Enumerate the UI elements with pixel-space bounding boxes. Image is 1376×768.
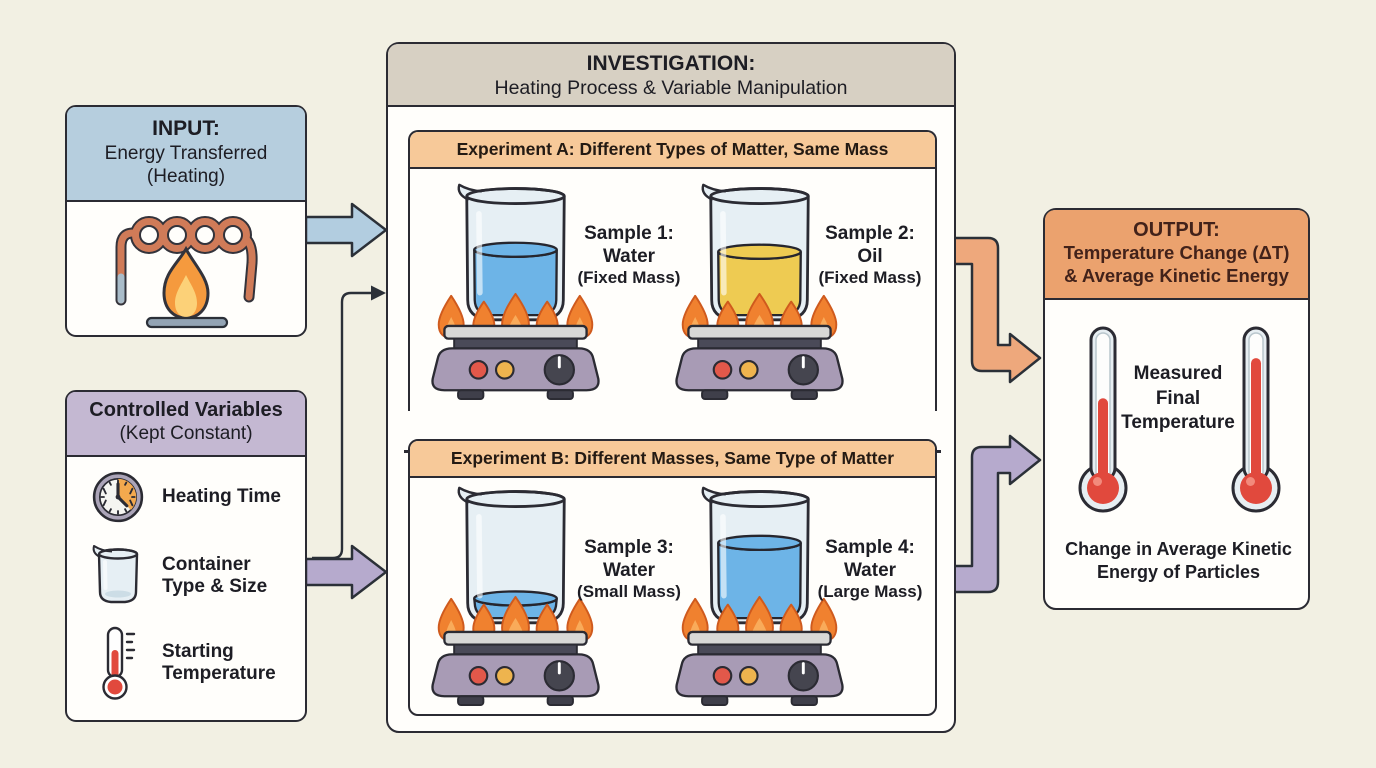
input-box-body [67, 202, 305, 333]
output-title: OUTPUT: [1133, 219, 1220, 241]
measured-final-temperature-label: Measured Final Temperature [1109, 362, 1247, 436]
heating-coil-flame-icon [115, 216, 258, 329]
sample-note: (Fixed Mass) [818, 268, 922, 288]
sample-name: Sample 4: [825, 537, 915, 558]
controlled-item-label: Container Type & Size [162, 554, 267, 598]
input-box: INPUT: Energy Transferred (Heating) [65, 105, 307, 337]
input-subtitle-line1: Energy Transferred [104, 142, 268, 164]
output-subtitle-line1: Temperature Change (ΔT) [1063, 242, 1290, 264]
thermometer-right [1231, 326, 1281, 513]
label-line2: Type & Size [162, 576, 268, 597]
sample-name: Sample 1: [584, 223, 674, 244]
label-line1: Container [162, 553, 251, 575]
label-line2: Energy of Particles [1096, 561, 1261, 582]
label-line3: Temperature [1121, 412, 1235, 434]
beaker-sample-2 [701, 183, 810, 322]
label-line1: Measured [1133, 363, 1223, 384]
input-box-header: INPUT: Energy Transferred (Heating) [67, 107, 305, 202]
sample-1-label: Sample 1: Water (Fixed Mass) [547, 222, 711, 289]
input-subtitle-line2: (Heating) [146, 165, 226, 187]
hot-plate [675, 324, 844, 400]
thermometer-left [1078, 326, 1128, 513]
sample-4-label: Sample 4: Water (Large Mass) [788, 536, 952, 603]
controlled-item-heating-time: Heating Time [89, 470, 281, 524]
sample-substance: Oil [857, 246, 883, 268]
hot-plate [431, 630, 600, 706]
controlled-variables-header: Controlled Variables (Kept Constant) [67, 392, 305, 457]
arrow-investigation-to-output-bottom [951, 434, 1042, 594]
controlled-item-label: Heating Time [162, 486, 281, 508]
label-line1: Starting [162, 640, 234, 662]
sample-substance: Water [602, 246, 656, 268]
sample-note: (Fixed Mass) [577, 268, 681, 288]
sample-substance: Water [602, 560, 656, 582]
kinetic-energy-change-label: Change in Average Kinetic Energy of Part… [1053, 538, 1304, 583]
controlled-item-container: Container Type & Size [89, 544, 267, 608]
experiment-b-banner: Experiment B: Different Masses, Same Typ… [410, 441, 935, 478]
controlled-item-starting-temp: Starting Temperature [89, 624, 276, 702]
hot-plate [431, 324, 600, 400]
sample-2-label: Sample 2: Oil (Fixed Mass) [788, 222, 952, 289]
beaker-icon [89, 544, 147, 608]
arrow-investigation-to-output-top [951, 236, 1042, 384]
sample-note: (Large Mass) [817, 582, 923, 602]
label-line1: Change in Average Kinetic [1065, 539, 1292, 559]
label-line1: Heating Time [162, 485, 281, 507]
sample-name: Sample 2: [825, 223, 915, 244]
sample-note: (Small Mass) [577, 582, 681, 602]
input-title: INPUT: [152, 117, 220, 140]
output-header: OUTPUT: Temperature Change (ΔT) & Averag… [1045, 210, 1308, 300]
controlled-variables-box: Controlled Variables (Kept Constant) [65, 390, 307, 722]
sample-3-label: Sample 3: Water (Small Mass) [547, 536, 711, 603]
beaker-sample-1 [457, 183, 566, 322]
output-box: OUTPUT: Temperature Change (ΔT) & Averag… [1043, 208, 1310, 610]
controlled-variables-title: Controlled Variables [89, 399, 283, 421]
investigation-header: INVESTIGATION: Heating Process & Variabl… [388, 44, 954, 107]
output-subtitle-line2: & Average Kinetic Energy [1064, 264, 1289, 286]
arrow-controlled-to-investigation [304, 544, 388, 600]
hot-plate [675, 630, 844, 706]
line-controlled-to-experiment-a [312, 291, 371, 560]
sample-name: Sample 3: [584, 537, 674, 558]
controlled-variables-subtitle: (Kept Constant) [119, 423, 253, 445]
investigation-title: INVESTIGATION: [586, 52, 756, 75]
label-line2: Temperature [162, 663, 276, 684]
sample-substance: Water [843, 560, 897, 582]
clock-icon [89, 470, 147, 524]
arrow-input-to-investigation [304, 202, 388, 258]
thermometer-icon [89, 624, 147, 702]
investigation-box: INVESTIGATION: Heating Process & Variabl… [386, 42, 956, 733]
arrowhead-controlled-to-experiment-a [371, 285, 386, 301]
label-line2: Final [1155, 387, 1201, 409]
controlled-item-label: Starting Temperature [162, 641, 276, 685]
investigation-subtitle: Heating Process & Variable Manipulation [494, 76, 848, 99]
experiment-a-banner: Experiment A: Different Types of Matter,… [410, 132, 935, 169]
experiment-a-panel: Experiment A: Different Types of Matter,… [408, 130, 937, 411]
